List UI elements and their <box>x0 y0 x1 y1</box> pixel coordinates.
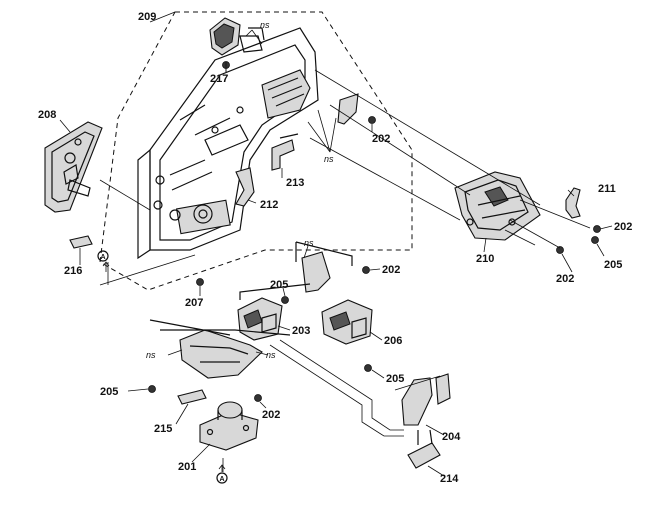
mechanism-206 <box>321 299 373 372</box>
ns-leaders <box>167 29 337 356</box>
leaders <box>59 11 613 477</box>
label-201: 201 <box>178 461 196 473</box>
motor-201 <box>199 401 259 451</box>
label-202-e: 202 <box>262 409 280 421</box>
main-frame-assembly <box>137 27 319 260</box>
label-205-c: 205 <box>386 373 404 385</box>
side-bracket <box>337 93 376 125</box>
label-209: 209 <box>138 11 156 23</box>
note-ns-2: ns <box>324 154 334 164</box>
assembly-boundary-209 <box>99 11 413 291</box>
side-mechanism-210 <box>454 171 541 241</box>
label-202-d: 202 <box>382 264 400 276</box>
label-210: 210 <box>476 253 494 265</box>
label-208: 208 <box>38 109 56 121</box>
label-214: 214 <box>440 473 459 485</box>
screws-right <box>556 225 601 254</box>
note-ns-4: ns <box>146 350 156 360</box>
front-panel-208 <box>44 121 103 213</box>
hook-211 <box>565 187 581 219</box>
ref-mark-a2: A <box>216 464 228 484</box>
note-ns-3: ns <box>304 238 314 248</box>
flex-212 <box>235 167 255 207</box>
note-ns-1: ns <box>260 20 270 30</box>
projection-lines <box>99 69 591 286</box>
ref-mark-a2-text: A <box>219 476 224 483</box>
label-213: 213 <box>286 177 304 189</box>
label-205-b: 205 <box>270 279 288 291</box>
ref-mark-a1-text: A <box>100 254 105 261</box>
label-217: 217 <box>210 73 228 85</box>
pad-216 <box>69 235 93 249</box>
ref-mark-a1: A <box>97 250 110 272</box>
label-202-c: 202 <box>556 273 574 285</box>
pad-215 <box>177 389 207 405</box>
note-ns-5: ns <box>266 350 276 360</box>
label-215: 215 <box>154 423 172 435</box>
flex-trace <box>269 339 441 437</box>
flex-204 <box>401 373 451 426</box>
label-202-b: 202 <box>614 221 632 233</box>
label-205-a: 205 <box>604 259 622 271</box>
flex-214 <box>407 429 441 469</box>
lower-plate-ns <box>148 319 291 402</box>
label-207: 207 <box>185 297 203 309</box>
top-knob-part <box>209 17 265 56</box>
label-211: 211 <box>598 183 616 195</box>
label-204: 204 <box>442 431 461 443</box>
label-203: 203 <box>292 325 310 337</box>
screw-207 <box>196 278 204 292</box>
label-216: 216 <box>64 265 82 277</box>
mid-bracket-ns <box>295 241 370 293</box>
label-206: 206 <box>384 335 402 347</box>
label-212: 212 <box>260 199 278 211</box>
label-202-a: 202 <box>372 133 390 145</box>
bracket-213 <box>271 133 299 171</box>
label-205-d: 205 <box>100 386 118 398</box>
